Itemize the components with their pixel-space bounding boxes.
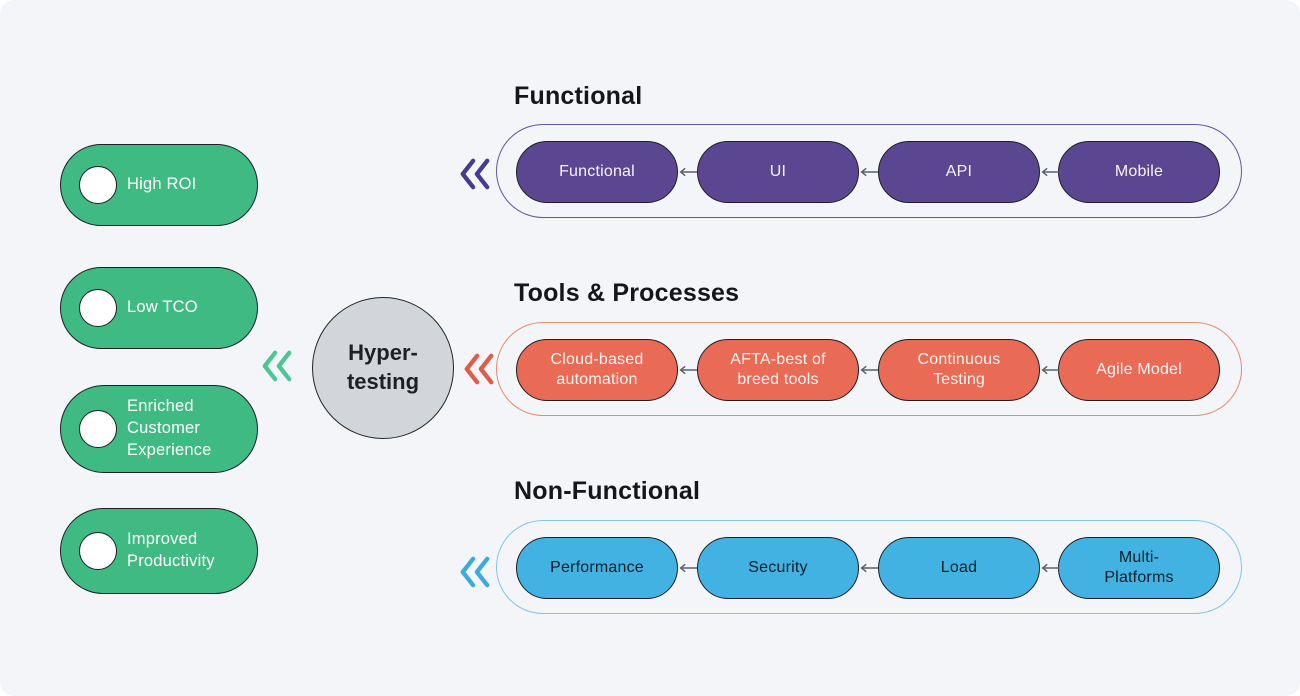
- arrow-left-icon: [679, 563, 697, 573]
- category-pill: Cloud-based automation: [516, 339, 678, 401]
- benefit-label: Low TCO: [127, 298, 198, 317]
- arrow-left-icon: [860, 365, 878, 375]
- group-track: Cloud-based automation AFTA-best of bree…: [496, 322, 1242, 416]
- benefit-pill: Low TCO: [60, 267, 258, 349]
- arrow-left-icon: [860, 167, 878, 177]
- arrow-left-icon: [1041, 365, 1059, 375]
- arrow-left-icon: [1041, 167, 1059, 177]
- arrow-left-icon: [860, 563, 878, 573]
- benefit-label: High ROI: [127, 175, 197, 194]
- double-chevron-left-icon: [262, 350, 292, 382]
- double-chevron-left-icon: [460, 158, 490, 190]
- category-pill: UI: [697, 141, 859, 203]
- category-pill: Agile Model: [1058, 339, 1220, 401]
- benefit-pill: High ROI: [60, 144, 258, 226]
- category-pill: Multi-Platforms: [1058, 537, 1220, 599]
- category-pill: Load: [878, 537, 1040, 599]
- category-pill: Functional: [516, 141, 678, 203]
- hub-circle: Hyper-testing: [312, 297, 454, 439]
- category-pill: Security: [697, 537, 859, 599]
- category-pill: AFTA-best of breed tools: [697, 339, 859, 401]
- group-track: Performance Security Load Multi-Platform…: [496, 520, 1242, 614]
- arrow-left-icon: [679, 365, 697, 375]
- hub-label: Hyper-testing: [346, 340, 420, 394]
- category-pill: Mobile: [1058, 141, 1220, 203]
- group-track: Functional UI API Mobile: [496, 124, 1242, 218]
- arrow-left-icon: [1041, 563, 1059, 573]
- category-pill: Continuous Testing: [878, 339, 1040, 401]
- category-pill: Performance: [516, 537, 678, 599]
- bullet-circle-icon: [79, 289, 117, 327]
- bullet-circle-icon: [79, 410, 117, 448]
- arrow-left-icon: [679, 167, 697, 177]
- bullet-circle-icon: [79, 166, 117, 204]
- benefit-pill: Enriched Customer Experience: [60, 385, 258, 473]
- category-pill: API: [878, 141, 1040, 203]
- benefit-label: Improved Productivity: [127, 530, 215, 570]
- group-title: Non-Functional: [514, 477, 701, 505]
- group-title: Tools & Processes: [514, 279, 740, 307]
- group-title: Functional: [514, 82, 643, 110]
- double-chevron-left-icon: [460, 556, 490, 588]
- benefit-label: Enriched Customer Experience: [127, 397, 212, 459]
- bullet-circle-icon: [79, 532, 117, 570]
- benefit-pill: Improved Productivity: [60, 508, 258, 594]
- double-chevron-left-icon: [464, 353, 494, 385]
